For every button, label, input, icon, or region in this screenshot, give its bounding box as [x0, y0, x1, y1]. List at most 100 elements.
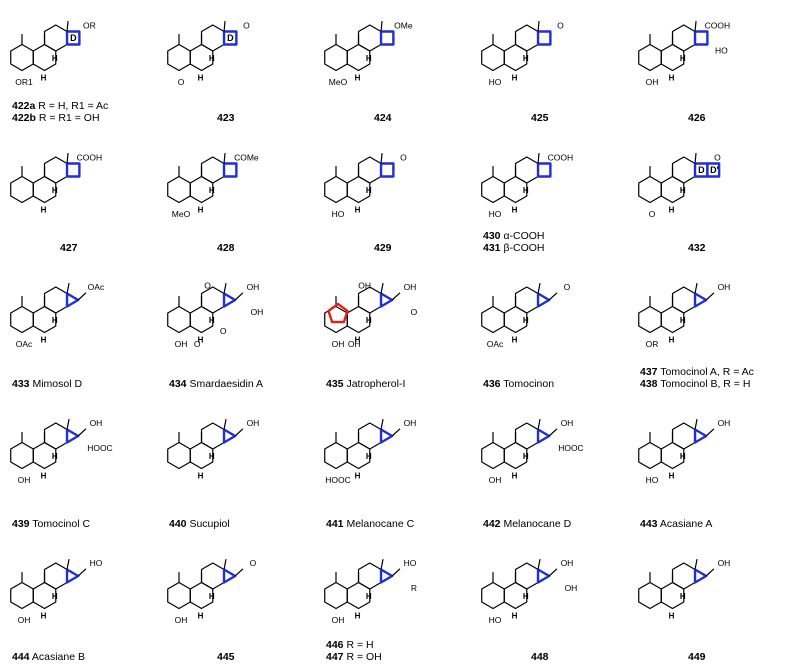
compound-name: Jatropherol-I [346, 378, 406, 390]
methyl-bond [223, 21, 226, 32]
compound-caption: 426 [688, 112, 706, 124]
methyl-bond [66, 418, 70, 430]
substituent-label: HO [489, 209, 502, 219]
compound-number: 424 [374, 112, 392, 124]
methyl-bond [537, 21, 540, 32]
compound-name: R = OH [346, 651, 382, 663]
compound-number: 422b [12, 112, 36, 124]
compound-number: 441 [326, 518, 344, 530]
methyl-bond [66, 558, 70, 570]
ring-a [638, 175, 662, 204]
cyclopropane-ring [536, 292, 551, 308]
ring-c [200, 24, 225, 52]
substituent-label: OH [358, 280, 371, 290]
methyl-bond [380, 153, 383, 164]
methyl-bond [380, 558, 384, 570]
ring-c [671, 422, 696, 450]
methyl-bond [537, 558, 541, 570]
compound-caption: 438 Tomocinol B, R = H [640, 378, 750, 390]
substituent-label: OH [251, 307, 264, 317]
compound-caption: 430 α-COOH [483, 230, 545, 242]
cyclopropane-ring [693, 292, 708, 308]
compound-name: Tomocinol C [32, 518, 91, 530]
compound-caption: 427 [60, 242, 78, 254]
substituent-label: O [194, 339, 201, 349]
cyclopropane-ring [65, 428, 80, 444]
methyl-bond [66, 153, 69, 164]
substituent-label: OH [404, 282, 417, 292]
hydrogen-label: H [680, 316, 686, 325]
substituent-label: O [220, 326, 227, 336]
ring-c [43, 286, 68, 314]
hydrogen-label: H [523, 54, 529, 63]
substituent-label: OH [489, 475, 502, 485]
compound-caption: 439 Tomocinol C [12, 518, 90, 530]
substituent-label: OH [404, 418, 417, 428]
ring-c [514, 286, 539, 314]
compound-caption: 437 Tomocinol A, R = Ac [640, 366, 754, 378]
compound-number: 438 [640, 378, 658, 390]
hydrogen-label: H [209, 452, 215, 461]
methyl-bond [694, 21, 697, 32]
compound-number: 443 [640, 518, 658, 530]
ring-c [671, 156, 696, 184]
ring-c [200, 286, 225, 314]
compound-name: R = R1 = OH [38, 112, 100, 124]
compound-number: 440 [169, 518, 187, 530]
ring-d-label: D [698, 165, 705, 175]
hydrogen-label: H [52, 54, 58, 63]
cyclopropane-ring [65, 292, 80, 308]
substituent-label: HOOC [87, 443, 113, 453]
hydrogen-label: H [523, 186, 529, 195]
compound-number: 430 [483, 230, 501, 242]
substituent-label: OR [646, 339, 659, 349]
side-chain-bond [391, 568, 401, 577]
hydrogen-label: H [198, 472, 204, 481]
hydrogen-label: H [366, 452, 372, 461]
ring-c [43, 24, 68, 52]
compound-caption: 442 Melanocane D [483, 518, 571, 530]
ring-a [638, 43, 662, 72]
substituent-label: HO [489, 615, 502, 625]
compound-caption: 424 [374, 112, 392, 124]
methyl-bond [694, 282, 698, 294]
methyl-bond [380, 418, 384, 430]
substituent-label: OH [718, 282, 731, 292]
compound-number: 423 [217, 112, 235, 124]
hydrogen-label: H [523, 592, 529, 601]
substituent-label: OMe [394, 21, 413, 31]
ring-c [357, 286, 382, 314]
ring-d-prime-label: D' [710, 165, 719, 175]
hydrogen-label: H [680, 54, 686, 63]
substituent-label: OAc [88, 282, 105, 292]
ring-a [481, 43, 505, 72]
compound-number: 432 [688, 242, 706, 254]
substituent-label: OH [175, 339, 188, 349]
compound-name: Melanocane D [503, 518, 572, 530]
hydrogen-label: H [209, 316, 215, 325]
methyl-bond [66, 282, 70, 294]
ring-a [10, 43, 34, 72]
side-chain-bond [77, 568, 87, 577]
substituent-label: O [649, 209, 656, 219]
compound-caption: 445 [217, 651, 235, 663]
hydrogen-label: H [680, 186, 686, 195]
compound-caption: 422a R = H, R1 = Ac [12, 100, 108, 112]
